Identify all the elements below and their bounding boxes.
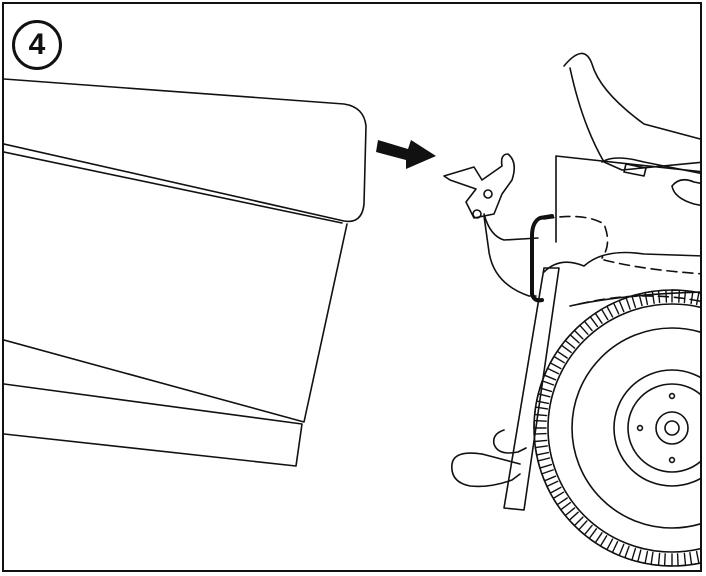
tire-tread-lug	[534, 445, 550, 456]
tire-tread-lug	[564, 334, 580, 349]
tire-tread-lug	[631, 293, 643, 309]
tire-tread-lug	[549, 355, 565, 370]
tractor-seat	[563, 52, 700, 140]
lug-nut-top	[668, 392, 676, 400]
tire-tread-lug	[676, 552, 687, 567]
wheel-hub	[655, 411, 689, 445]
tire-tread-lug	[583, 316, 599, 332]
steering-column	[671, 178, 700, 207]
hood-upper-band	[4, 151, 343, 224]
tire-tread-lug	[594, 308, 609, 324]
tire-tread-lug	[588, 528, 603, 544]
tire-tread-lug	[599, 535, 614, 551]
tire-tread-lug	[568, 511, 584, 527]
lug-nut-bottom	[668, 456, 676, 464]
mower-deck-installation-illustration	[4, 52, 700, 567]
tire-tread-lug	[543, 367, 560, 381]
tire-tread-lug	[618, 297, 631, 313]
tire-tread-lug	[533, 432, 548, 443]
step-number-badge: 4	[12, 20, 62, 70]
tire-sidewall	[571, 327, 700, 529]
tire-tread-lug	[546, 480, 562, 494]
seat-base	[569, 67, 700, 171]
clevis-pin	[451, 429, 527, 488]
rear-tire	[533, 289, 700, 567]
tire-tread-lug	[683, 290, 694, 305]
hood-main-face	[4, 223, 348, 423]
wheel-hub-cap	[664, 420, 680, 436]
tire-tread-lug	[695, 292, 700, 306]
mounting-slot	[530, 214, 554, 303]
tire-tread-lug	[650, 551, 661, 566]
tire-tread-lug	[644, 290, 655, 306]
tire-tread-lug	[552, 491, 568, 506]
tire-tread-lug	[536, 393, 551, 405]
tire-tread-lug	[537, 457, 553, 469]
tire-tread-lug	[541, 469, 557, 482]
wheel-rim	[613, 369, 700, 487]
bracket-hook	[443, 153, 516, 219]
hood-lower-lip	[4, 383, 303, 467]
tire-tread-lug	[689, 550, 700, 566]
arrow-right-icon	[376, 140, 436, 169]
tire-tread-lug	[606, 302, 620, 318]
tire-tread-lug	[663, 553, 673, 567]
hood-panel	[4, 78, 367, 467]
wheel-rim-inner	[627, 383, 700, 473]
tire-tread-lug	[560, 501, 576, 517]
bracket-linkage	[483, 215, 537, 297]
hood-top-section	[4, 78, 367, 223]
bracket-bolt	[483, 189, 493, 199]
tire-tread-lug	[533, 419, 547, 429]
tire-tread-lug	[637, 549, 649, 564]
pedal-block	[623, 163, 647, 177]
mounting-bracket	[443, 153, 539, 297]
tire-outer	[533, 289, 700, 567]
tire-treads	[533, 289, 700, 567]
tire-tread-lug	[573, 324, 589, 340]
bracket-pivot	[472, 209, 482, 219]
tire-tread-lug	[556, 344, 572, 359]
tire-tread-lug	[539, 380, 555, 393]
tire-tread-lug	[611, 540, 625, 557]
tire-tread-lug	[671, 289, 681, 303]
tire-tread-lug	[624, 545, 637, 561]
tire-tread-lug	[578, 520, 593, 536]
lift-bar	[503, 267, 560, 511]
tire-tread-lug	[657, 289, 668, 304]
bracket-arm	[483, 213, 539, 241]
tire-tread-inner	[547, 303, 700, 553]
lug-nut-left	[636, 424, 644, 432]
tire-tread-lug	[534, 406, 549, 417]
tractor-body	[555, 52, 700, 243]
